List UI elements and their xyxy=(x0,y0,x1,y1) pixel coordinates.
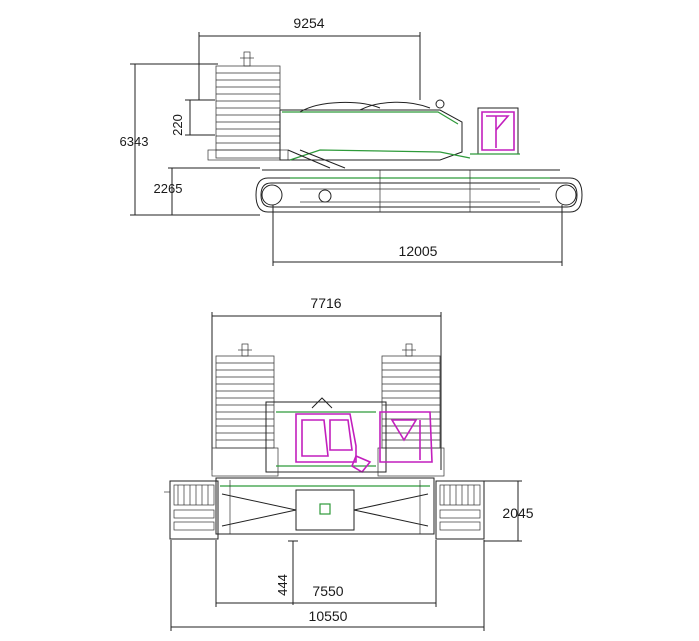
rear-right-counterweight xyxy=(377,343,445,477)
dim-overall-height: 6343 xyxy=(120,63,260,216)
dim-overall-width: 10550 xyxy=(170,540,485,631)
side-cab xyxy=(470,107,520,155)
dim-rear-body-height: 2045 xyxy=(484,480,534,542)
rear-left-track xyxy=(164,480,219,540)
dim-220-label: 220 xyxy=(170,114,185,136)
side-view: 9254 6343 220 2265 xyxy=(120,15,583,266)
rear-view: 7716 xyxy=(164,295,534,631)
dim-track-length: 12005 xyxy=(272,205,563,266)
dim-overall-length: 9254 xyxy=(198,15,421,100)
dim-track-gauge: 7550 xyxy=(215,540,437,607)
rear-right-track xyxy=(435,480,485,540)
dim-ground-clearance: 444 xyxy=(275,540,298,605)
rear-left-counterweight xyxy=(211,343,279,477)
dim-444-label: 444 xyxy=(275,574,290,596)
dim-6343-label: 6343 xyxy=(120,134,149,149)
rear-carbody xyxy=(215,477,435,535)
side-track xyxy=(255,169,583,213)
dim-12005-label: 12005 xyxy=(399,243,438,259)
dim-7550-label: 7550 xyxy=(312,583,343,599)
dim-10550-label: 10550 xyxy=(309,608,348,624)
dim-body-height: 2265 xyxy=(154,167,260,215)
dim-7716-label: 7716 xyxy=(310,295,341,311)
rear-center-body xyxy=(265,397,433,474)
side-upper-body xyxy=(279,99,471,169)
dim-counterweight-width: 7716 xyxy=(211,295,442,470)
dim-2045-label: 2045 xyxy=(502,505,533,521)
dim-counterweight-gap: 220 xyxy=(170,99,215,136)
dim-9254-label: 9254 xyxy=(293,15,324,31)
dim-2265-label: 2265 xyxy=(154,181,183,196)
side-counterweight-stack xyxy=(207,51,289,161)
